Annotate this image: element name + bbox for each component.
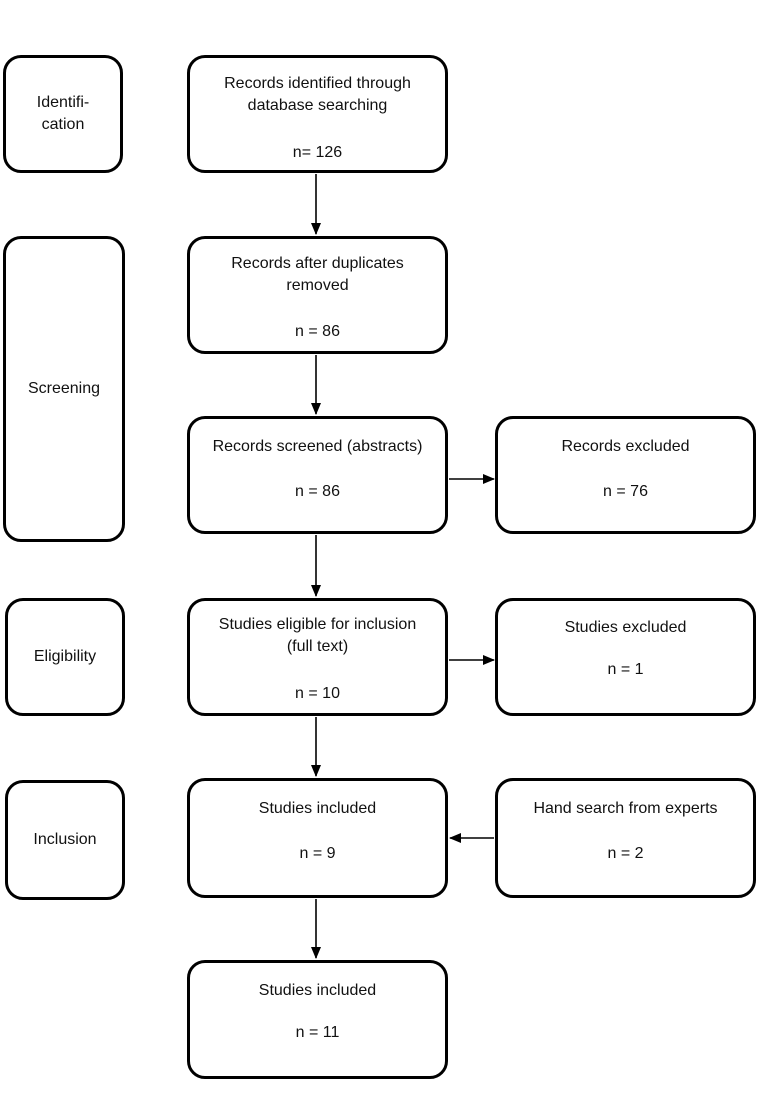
records-excluded-title: Records excluded (561, 438, 690, 455)
stage-screening: Screening (3, 236, 125, 542)
studies-included-title: Studies included (258, 800, 377, 817)
stage-identification: Identifi- cation (3, 55, 123, 173)
final-studies-included-title: Studies included (258, 982, 377, 999)
stage-eligibility: Eligibility (5, 598, 125, 716)
final-studies-included-count: n = 11 (295, 1024, 340, 1041)
records-screened-title: Records screened (abstracts) (212, 438, 423, 455)
studies-excluded-box: Studies excluded n = 1 (495, 598, 756, 716)
records-excluded-count: n = 76 (603, 483, 648, 500)
stage-inclusion: Inclusion (5, 780, 125, 900)
studies-excluded-count: n = 1 (607, 661, 644, 678)
studies-included-box: Studies included n = 9 (187, 778, 448, 898)
records-deduplicated-count: n = 86 (295, 323, 340, 340)
hand-search-box: Hand search from experts n = 2 (495, 778, 756, 898)
records-identified-box: Records identified through database sear… (187, 55, 448, 173)
hand-search-title: Hand search from experts (533, 800, 718, 817)
hand-search-count: n = 2 (607, 845, 644, 862)
records-screened-count: n = 86 (295, 483, 340, 500)
stage-inclusion-label: Inclusion (33, 831, 97, 848)
stage-eligibility-label: Eligibility (33, 648, 97, 665)
studies-excluded-title: Studies excluded (564, 619, 687, 636)
studies-eligible-box: Studies eligible for inclusion (full tex… (187, 598, 448, 716)
records-identified-title: Records identified through database sear… (224, 75, 411, 114)
records-deduplicated-title: Records after duplicates removed (231, 255, 404, 294)
studies-eligible-count: n = 10 (295, 685, 340, 702)
stage-screening-label: Screening (27, 380, 101, 397)
records-excluded-box: Records excluded n = 76 (495, 416, 756, 534)
studies-eligible-title: Studies eligible for inclusion (full tex… (218, 616, 417, 655)
final-studies-included-box: Studies included n = 11 (187, 960, 448, 1079)
records-identified-count: n= 126 (292, 144, 343, 161)
studies-included-count: n = 9 (299, 845, 336, 862)
stage-identification-label: Identifi- cation (36, 94, 90, 133)
records-screened-box: Records screened (abstracts) n = 86 (187, 416, 448, 534)
records-deduplicated-box: Records after duplicates removed n = 86 (187, 236, 448, 354)
